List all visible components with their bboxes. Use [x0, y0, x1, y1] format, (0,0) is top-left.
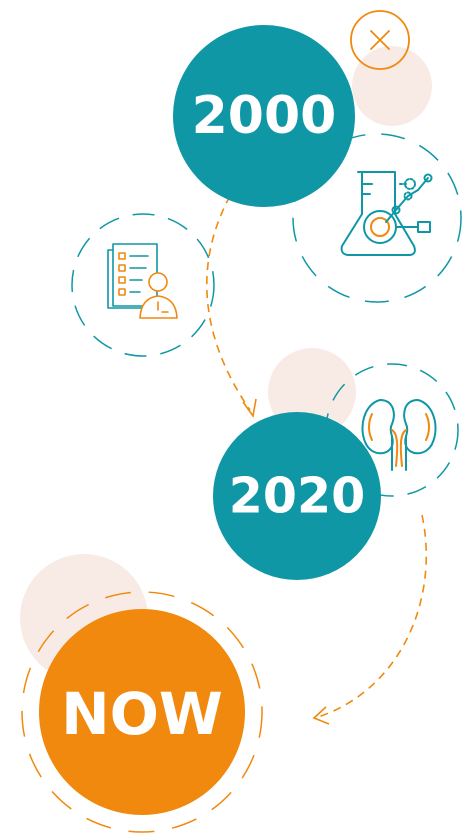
- icon-ring-checklist: [71, 213, 215, 357]
- milestone-2000-circle: [173, 25, 355, 207]
- connector-arrow-2000-2020: [206, 195, 251, 411]
- connector-arrow-2020-now: [317, 514, 427, 718]
- milestone-now-circle: [39, 609, 245, 815]
- now-ring-outer: [21, 591, 263, 833]
- milestone-now-label: NOW: [61, 680, 223, 748]
- icon-ring-flask: [292, 133, 462, 303]
- arrowhead-2020-now: [312, 706, 330, 725]
- accent-blob-top: [352, 46, 432, 126]
- kidneys-icon: [361, 399, 437, 471]
- close-icon[interactable]: [350, 10, 410, 70]
- lab-flask-icon: [340, 171, 433, 256]
- milestone-2020-label: 2020: [229, 468, 365, 525]
- checklist-person-icon: [107, 243, 178, 319]
- milestone-2020-circle: [213, 412, 381, 580]
- milestone-2000-label: 2000: [192, 86, 337, 146]
- arrowhead-2000-2020: [242, 398, 257, 419]
